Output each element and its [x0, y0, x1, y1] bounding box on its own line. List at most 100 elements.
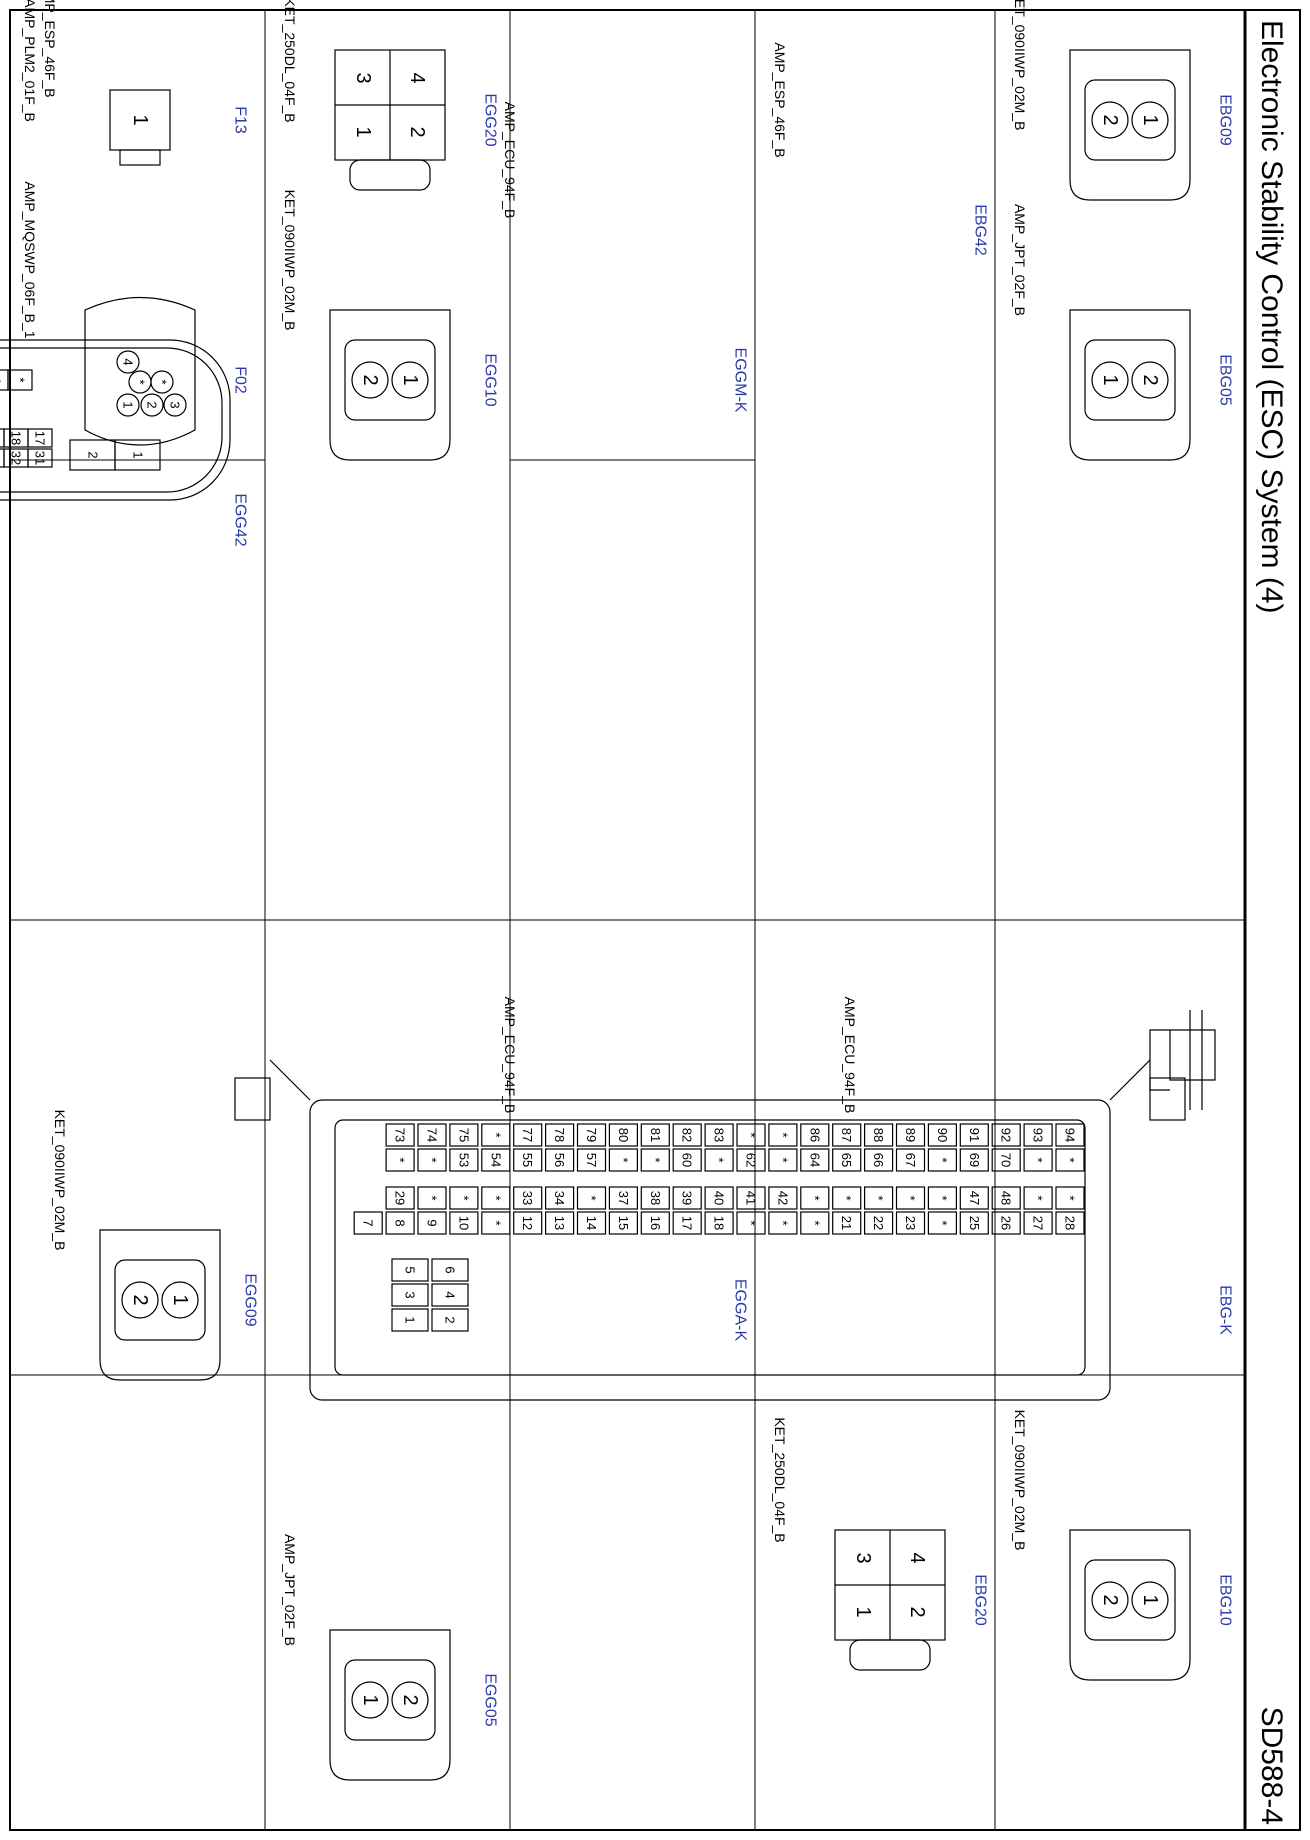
pin-number: 2: [1139, 374, 1161, 385]
pin-number: 87: [839, 1128, 854, 1142]
pin-cell: [704, 1211, 734, 1235]
pin-cell: [959, 1186, 989, 1210]
pin-cell: [449, 1186, 479, 1210]
pin-number: 9: [425, 1219, 440, 1226]
pin-cell: [1023, 1123, 1053, 1147]
empty-cavity: *: [1063, 1157, 1078, 1162]
latch-rib: [1189, 1010, 1203, 1110]
esp-connector-egg42: 123132*34**3738*40*4243*1718*********27*…: [0, 339, 231, 501]
pin-number: 2: [399, 1694, 421, 1705]
pin-number: 4: [0, 376, 4, 383]
pin-cell: [959, 1148, 989, 1172]
pin-number: 2: [406, 126, 428, 137]
pin-circle: [1091, 1581, 1129, 1619]
pin-number: 54: [488, 1153, 503, 1167]
pin-number: 74: [425, 1128, 440, 1142]
pin-cell: [391, 1283, 429, 1307]
pin-number: 82: [680, 1128, 695, 1142]
connector-label: EBG09: [1217, 94, 1234, 146]
housing: [99, 1229, 221, 1381]
pin-cell: [1055, 1211, 1085, 1235]
pin-cell: [927, 1211, 957, 1235]
pin-cell: [832, 1123, 862, 1147]
pin-number: 47: [967, 1191, 982, 1205]
pin-cell: [640, 1211, 670, 1235]
pin-number: 75: [456, 1128, 471, 1142]
empty-cavity: *: [712, 1157, 727, 1162]
pin-circle: [1131, 101, 1169, 139]
pin-cell: [417, 1123, 447, 1147]
empty-cavity: *: [744, 1132, 759, 1137]
empty-cavity: *: [1031, 1195, 1046, 1200]
part-number: AMP_ESP_46F_B: [42, 0, 58, 98]
pin-number: 2: [129, 1294, 151, 1305]
pin-number: 3: [403, 1291, 418, 1298]
pin-number: 88: [871, 1128, 886, 1142]
two-pin-connector-egg10: 12: [329, 309, 451, 461]
pin-cell: [672, 1123, 702, 1147]
pin-cell: [449, 1211, 479, 1235]
empty-cavity: *: [807, 1195, 822, 1200]
pin-number: 31: [33, 451, 48, 465]
pin-number: 4: [443, 1291, 458, 1298]
pin-number: 33: [520, 1191, 535, 1205]
pin-number: 92: [999, 1128, 1014, 1142]
pin-cell: [800, 1211, 830, 1235]
pin-cell: [864, 1148, 894, 1172]
pin-number: 70: [999, 1153, 1014, 1167]
connector-label: EGGM-K: [732, 348, 749, 413]
pin-number: 1: [129, 114, 151, 125]
pin-number: 1: [1139, 114, 1161, 125]
empty-cavity: *: [871, 1195, 886, 1200]
pin-cell: [431, 1283, 469, 1307]
pin-cell: [736, 1123, 766, 1147]
pin-number: 81: [648, 1128, 663, 1142]
empty-cavity: *: [935, 1195, 950, 1200]
pin-number: 64: [807, 1153, 822, 1167]
pin-cell: [864, 1123, 894, 1147]
pin-number: 2: [145, 401, 160, 408]
connectors-layer: EBG-K949392919089888786**83828180797877*…: [0, 0, 1234, 1781]
empty-cavity: *: [13, 377, 28, 382]
two-pin-connector-ebg10: 12: [1069, 1529, 1191, 1681]
pin-cell: [832, 1211, 862, 1235]
pin-number: 57: [584, 1153, 599, 1167]
pin-number: 94: [1063, 1128, 1078, 1142]
pin-number: 17: [680, 1216, 695, 1230]
pin-number: 32: [9, 451, 24, 465]
connector-label: EBG42: [972, 204, 989, 256]
pin-cell: [991, 1186, 1021, 1210]
housing: [1069, 49, 1191, 201]
pin-circle: [128, 370, 152, 394]
latch: [349, 159, 431, 191]
latch-base: [1149, 1029, 1170, 1091]
pin-number: 1: [1099, 374, 1121, 385]
pin-number: 1: [399, 374, 421, 385]
pin-cell: [1055, 1123, 1085, 1147]
pin-number: 73: [393, 1128, 408, 1142]
pin-number: 15: [616, 1216, 631, 1230]
f13-connector: 1: [109, 89, 171, 166]
pin-cell: [431, 1258, 469, 1282]
pin-number: 40: [712, 1191, 727, 1205]
pin-number: 12: [520, 1216, 535, 1230]
pin-cell: [895, 1186, 926, 1210]
housing-inner: [334, 1119, 1086, 1376]
pin-cell: [768, 1186, 798, 1210]
empty-cavity: *: [903, 1195, 918, 1200]
pin-number: 37: [616, 1191, 631, 1205]
pin-cell: [417, 1211, 447, 1235]
connector-label: EBG10: [1217, 1574, 1234, 1626]
pin-cell: [736, 1211, 766, 1235]
pin-circle: [1091, 361, 1129, 399]
pin-circle: [121, 1281, 159, 1319]
part-number: AMP_ESP_46F_B: [772, 42, 788, 157]
pin-cell: [608, 1148, 639, 1172]
pin-cell: [513, 1148, 543, 1172]
empty-cavity: *: [456, 1195, 471, 1200]
pin-cell: [0, 448, 5, 468]
housing: [84, 297, 196, 446]
